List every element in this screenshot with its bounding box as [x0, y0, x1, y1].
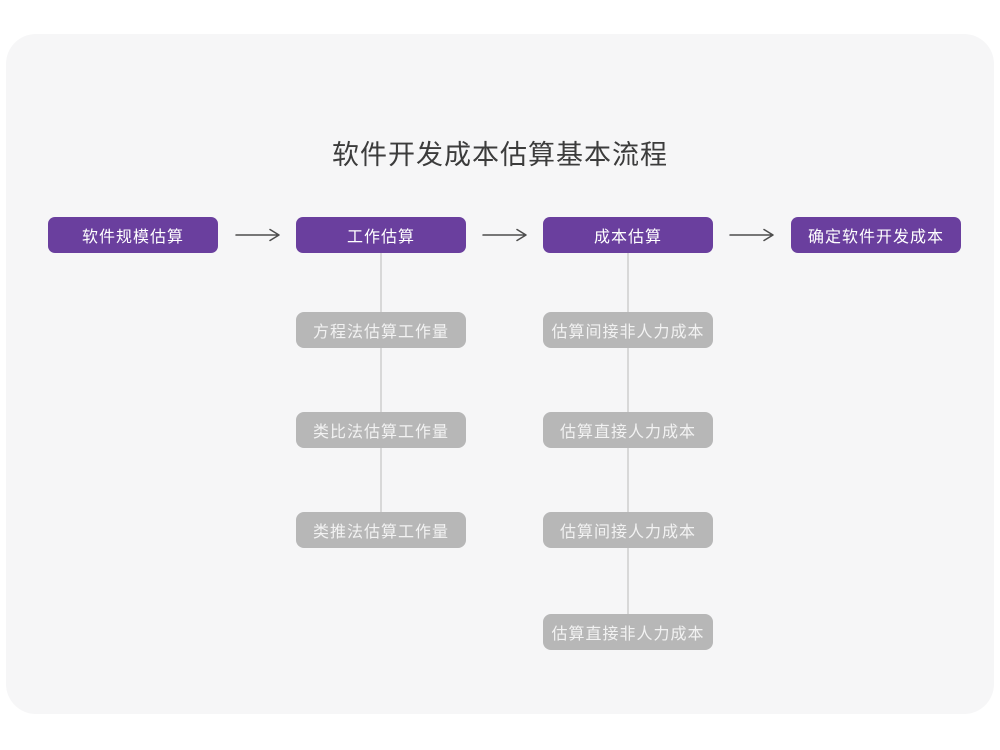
- substep-analogy-method-workload: 类比法估算工作量: [296, 412, 466, 448]
- connector-line-work-estimation: [380, 253, 382, 531]
- arrow-right-icon: [235, 228, 280, 242]
- substep-extrapolation-method-workload: 类推法估算工作量: [296, 512, 466, 548]
- stage-cost-estimation: 成本估算: [543, 217, 713, 253]
- substep-indirect-labor-cost: 估算间接人力成本: [543, 512, 713, 548]
- substep-direct-non-labor-cost: 估算直接非人力成本: [543, 614, 713, 650]
- substep-equation-method-workload: 方程法估算工作量: [296, 312, 466, 348]
- diagram-title: 软件开发成本估算基本流程: [332, 140, 668, 170]
- stage-work-estimation: 工作估算: [296, 217, 466, 253]
- stage-determine-development-cost: 确定软件开发成本: [791, 217, 961, 253]
- arrow-right-icon: [729, 228, 774, 242]
- flowchart-card: 软件开发成本估算基本流程 软件规模估算 工作估算 成本估算 确定软件开发成本 方…: [6, 34, 994, 714]
- substep-direct-labor-cost: 估算直接人力成本: [543, 412, 713, 448]
- substep-indirect-non-labor-cost: 估算间接非人力成本: [543, 312, 713, 348]
- arrow-right-icon: [482, 228, 527, 242]
- stage-software-size-estimation: 软件规模估算: [48, 217, 218, 253]
